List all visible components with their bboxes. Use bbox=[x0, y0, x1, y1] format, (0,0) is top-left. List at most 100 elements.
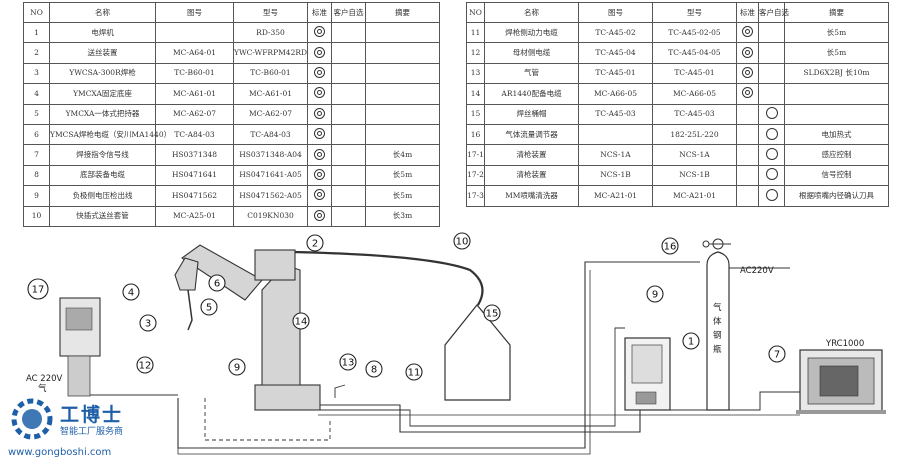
label-gas-cylinder-4: 瓶 bbox=[713, 344, 722, 355]
label-ac220v-right: AC220V bbox=[740, 266, 774, 276]
callout-circle bbox=[306, 234, 324, 252]
callout-circle bbox=[200, 298, 218, 316]
callout-number: 9 bbox=[234, 363, 240, 374]
cell-standard bbox=[307, 62, 332, 85]
callout-number: 4 bbox=[128, 288, 134, 299]
standard-double-circle-icon bbox=[314, 26, 325, 38]
callout-number: 12 bbox=[139, 361, 152, 372]
callout-circle bbox=[453, 232, 471, 250]
cable-bottom-2 bbox=[177, 270, 591, 455]
standard-double-circle-icon bbox=[314, 148, 325, 160]
cell-standard bbox=[307, 205, 332, 227]
standard-double-circle-icon bbox=[314, 209, 325, 221]
callout-number: 13 bbox=[342, 358, 355, 369]
callout-circle bbox=[646, 285, 664, 303]
standard-double-circle-icon bbox=[314, 107, 325, 119]
standard-double-circle-icon bbox=[314, 168, 325, 180]
label-yrc1000: YRC1000 bbox=[825, 339, 864, 349]
standard-double-circle-icon bbox=[742, 26, 753, 38]
user-option-circle-icon bbox=[765, 148, 778, 161]
label-gas-cylinder-3: 钢 bbox=[713, 330, 722, 341]
cell-model: MC-A21-01 bbox=[652, 185, 737, 207]
cable-yrc bbox=[660, 391, 800, 411]
standard-double-circle-icon bbox=[742, 87, 753, 99]
callout-number: 17 bbox=[32, 285, 45, 296]
callout-number: 1 bbox=[688, 337, 694, 348]
header-user-option: 客户自选 bbox=[758, 2, 789, 23]
cable-17-down bbox=[84, 355, 178, 396]
cell-drawing: MC-A21-01 bbox=[578, 185, 653, 207]
callout-number: 2 bbox=[312, 239, 318, 250]
callout-number: 7 bbox=[774, 350, 780, 361]
callout-number: 8 bbox=[371, 365, 377, 376]
callout-number: 14 bbox=[295, 317, 308, 328]
cable-dashed bbox=[204, 398, 331, 441]
label-gas-cylinder-2: 体 bbox=[713, 316, 722, 327]
callout-number: 3 bbox=[145, 319, 151, 330]
standard-double-circle-icon bbox=[314, 87, 325, 99]
cable-robot-base bbox=[318, 404, 641, 433]
cell-name: 快插式送丝套管 bbox=[49, 205, 156, 227]
callout-number: 11 bbox=[408, 368, 421, 379]
cell-standard bbox=[307, 144, 332, 166]
standard-double-circle-icon bbox=[314, 128, 325, 140]
cell-no: 17-3 bbox=[466, 185, 485, 207]
cell-summary: 长5m bbox=[365, 164, 440, 187]
gear-logo-icon bbox=[11, 398, 53, 440]
callout-circle bbox=[365, 360, 383, 378]
cable-gas bbox=[334, 384, 346, 398]
standard-double-circle-icon bbox=[742, 66, 753, 78]
callout-circle bbox=[661, 237, 679, 255]
gas-cylinder bbox=[706, 251, 730, 411]
callout-circle bbox=[483, 304, 501, 322]
callout-circle bbox=[339, 353, 357, 371]
callout-circle bbox=[208, 274, 226, 292]
standard-double-circle-icon bbox=[314, 66, 325, 78]
cell-standard bbox=[736, 62, 759, 85]
callout-circle bbox=[768, 345, 786, 363]
cell-summary: 长3m bbox=[365, 205, 440, 227]
user-option-circle-icon bbox=[765, 107, 778, 120]
wire-drum bbox=[444, 304, 511, 401]
label-gas-cylinder-1: 气 bbox=[713, 302, 722, 313]
watermark-brand: 工博士 bbox=[60, 404, 124, 426]
table-header-row: NO 名称 图号 型号 标准 客户自选 摘要 bbox=[466, 2, 889, 23]
table-header-row: NO 名称 图号 型号 标准 客户自选 摘要 bbox=[23, 2, 440, 23]
cable-bottom-1 bbox=[177, 261, 700, 449]
callout-number: 9 bbox=[652, 290, 658, 301]
robot-arm bbox=[174, 244, 321, 411]
callout-circle bbox=[682, 332, 700, 350]
label-ac-220v-left: AC 220V bbox=[26, 374, 63, 384]
callout-circle bbox=[136, 356, 154, 374]
callout-number: 10 bbox=[456, 237, 469, 248]
label-gas-small: 气 bbox=[38, 383, 47, 394]
callout-number: 16 bbox=[664, 242, 677, 253]
callout-number: 6 bbox=[214, 279, 220, 290]
callout-circle bbox=[228, 358, 246, 376]
cell-summary: 根据喷嘴内径确认刀具 bbox=[784, 185, 889, 207]
callout-circle bbox=[405, 363, 423, 381]
watermark-url[interactable]: www.gongboshi.com bbox=[8, 447, 112, 458]
user-option-circle-icon bbox=[765, 168, 778, 181]
callout-circle bbox=[292, 312, 310, 330]
torch-neck bbox=[187, 289, 193, 331]
callout-number: 15 bbox=[486, 309, 499, 320]
user-option-circle-icon bbox=[765, 188, 778, 201]
standard-double-circle-icon bbox=[314, 46, 325, 58]
callout-circle bbox=[27, 278, 49, 300]
